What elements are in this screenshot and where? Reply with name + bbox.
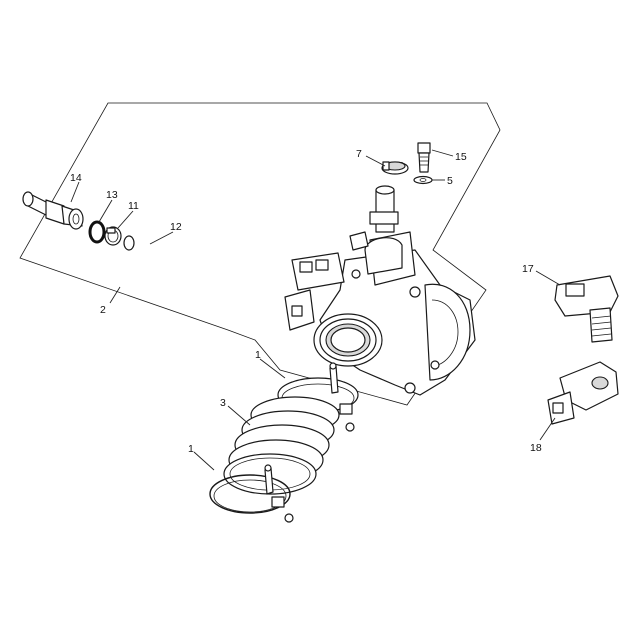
- callout-11: 11: [128, 200, 139, 212]
- callout-17: 17: [522, 263, 534, 275]
- callout-5: 5: [447, 175, 453, 187]
- small-clamp: [381, 161, 409, 175]
- callout-1-lower: 1: [188, 443, 194, 455]
- callout-1-upper: 1: [255, 349, 261, 361]
- callout-7: 7: [356, 148, 362, 160]
- hose-clamp: [104, 226, 122, 246]
- throttle-body: [284, 185, 476, 396]
- map-sensor: [554, 275, 619, 343]
- intake-boot: [223, 396, 340, 495]
- assembly-outline: [19, 102, 501, 406]
- washer: [413, 175, 433, 185]
- callout-13: 13: [106, 189, 118, 201]
- callout-2: 2: [100, 304, 106, 316]
- callout-14: 14: [70, 172, 82, 184]
- hose-fitting: [22, 191, 84, 230]
- callout-18: 18: [530, 442, 542, 454]
- screw: [417, 142, 431, 173]
- callout-15: 15: [455, 151, 467, 163]
- throttle-position-sensor: [547, 361, 619, 425]
- hose-clamp-lower: [209, 464, 294, 523]
- callout-3: 3: [220, 397, 226, 409]
- o-ring: [88, 220, 106, 244]
- leader-lines: [70, 149, 561, 471]
- callout-12: 12: [170, 221, 182, 233]
- hose: [123, 108, 407, 266]
